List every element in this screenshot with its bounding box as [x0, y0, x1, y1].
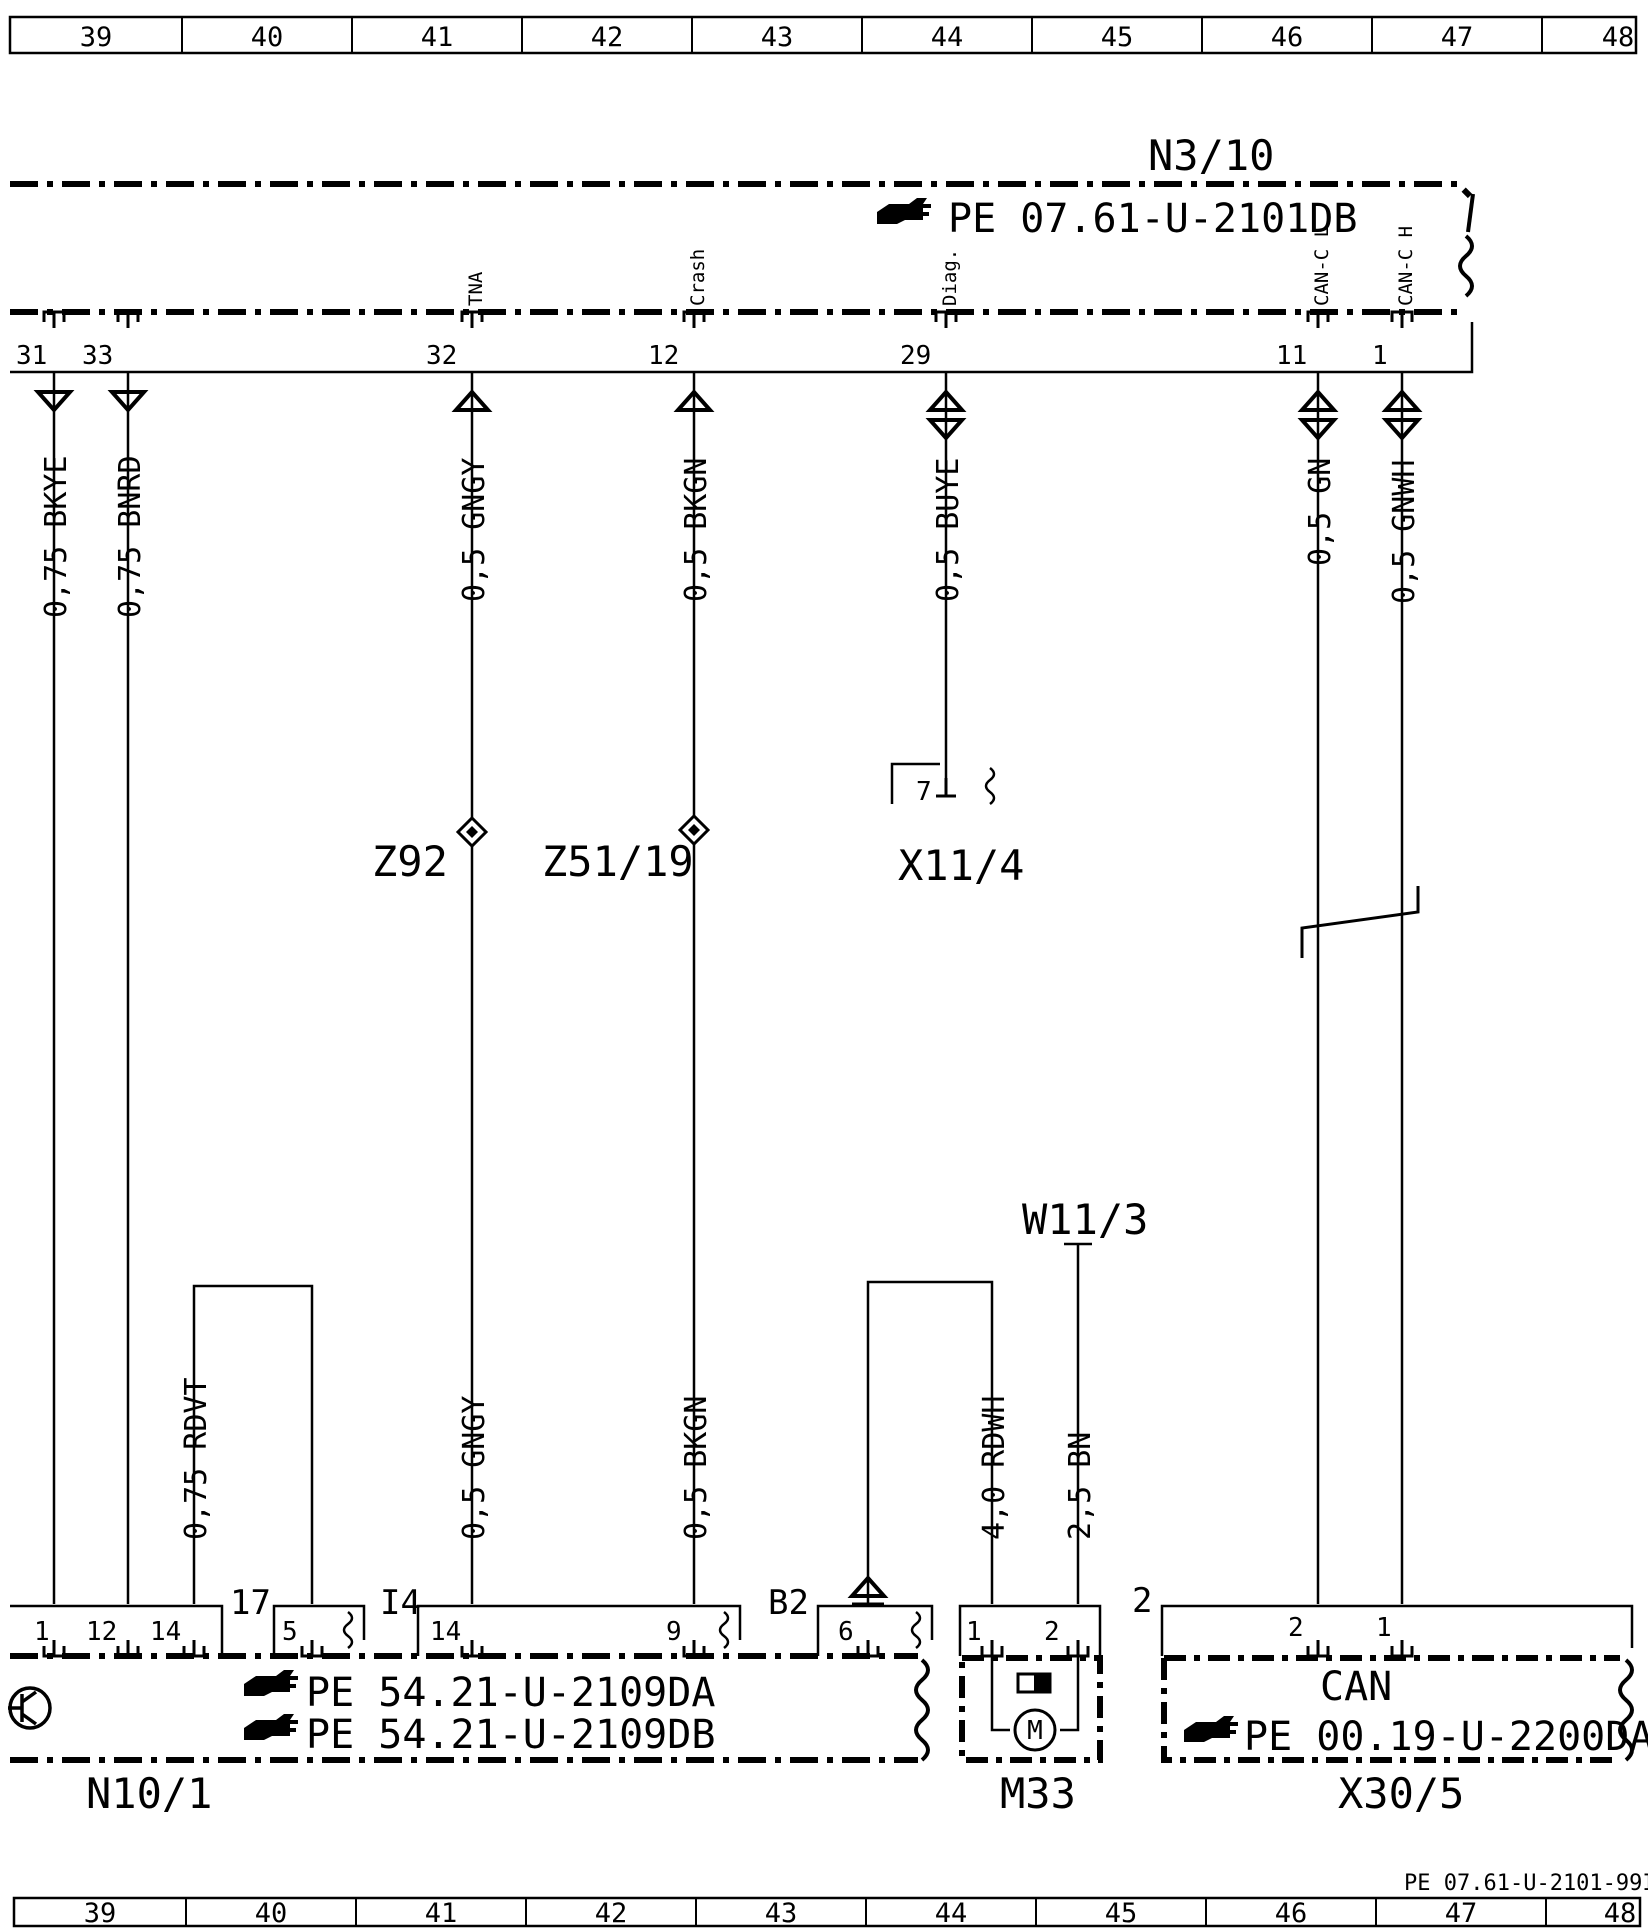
w11-3-label: W11/3 — [1022, 1195, 1148, 1244]
n3-10-pin-33: 33 — [82, 341, 113, 371]
direction-arrows — [33, 388, 1423, 442]
grid-col-42: 42 — [591, 22, 624, 53]
splice-z51-19-label: Z51/19 — [542, 837, 694, 886]
x11-4-label: X11/4 — [898, 841, 1024, 890]
n10-1-ref-2: PE 54.21-U-2109DB — [306, 1712, 715, 1758]
signal-diag: Diag. — [939, 249, 961, 306]
wire-label-gngy-bottom: 0,5 GNGY — [457, 1396, 492, 1541]
wire-label-gnwh: 0,5 GNWH — [1387, 460, 1422, 605]
grid-col-39: 39 — [84, 1898, 117, 1928]
grid-col-40: 40 — [251, 22, 284, 53]
grid-col-41: 41 — [425, 1898, 458, 1928]
m33-pin-2: 2 — [1044, 1617, 1060, 1647]
motor-icon: M — [1013, 1708, 1057, 1752]
n3-10-pin-29: 29 — [900, 341, 931, 371]
n3-10-component: N3/10 PE 07.61-U-2101DB TNA Crash Diag. … — [10, 131, 1475, 374]
wire-label-bkye: 0,75 BKYE — [39, 455, 74, 618]
m33-pin-1: 1 — [966, 1617, 982, 1647]
n3-10-pin-11: 11 — [1276, 341, 1307, 371]
x11-4-pin-7: 7 — [916, 777, 932, 807]
pointing-hand-icon — [1184, 1716, 1238, 1742]
x30-5-pin-2: 2 — [1288, 1613, 1304, 1643]
x11-4-connector: 7 X11/4 — [890, 762, 1024, 890]
grid-col-42: 42 — [595, 1898, 628, 1928]
grid-col-47: 47 — [1441, 22, 1474, 53]
signal-can-c-l: CAN-C L — [1311, 226, 1333, 306]
n10-1-pin-6: 6 — [838, 1617, 854, 1647]
motor-symbol: M — [1027, 1716, 1043, 1746]
signal-crash: Crash — [687, 249, 709, 306]
n3-10-pin-32: 32 — [426, 341, 457, 371]
n10-1-pin-5: 5 — [282, 1617, 298, 1647]
top-grid-strip: 39 40 41 42 43 44 45 46 47 48 — [8, 15, 1638, 55]
wire-label-buye: 0,5 BUYE — [931, 458, 966, 603]
n3-10-ref: PE 07.61-U-2101DB — [948, 196, 1357, 242]
switch-icon — [1016, 1672, 1052, 1694]
m33-component: 1 2 M M33 — [958, 1604, 1103, 1818]
splice-z92-label: Z92 — [372, 837, 448, 886]
n3-10-pin-31: 31 — [16, 341, 47, 371]
grid-col-47: 47 — [1445, 1898, 1478, 1928]
grid-col-40: 40 — [255, 1898, 288, 1928]
n10-1-pin-14a: 14 — [150, 1617, 181, 1647]
signal-can-c-h: CAN-C H — [1395, 226, 1417, 306]
x30-5-can-label: CAN — [1320, 1664, 1392, 1710]
transistor-icon — [8, 1686, 52, 1730]
splice-z51-19: Z51/19 — [542, 813, 711, 886]
grid-col-45: 45 — [1101, 22, 1134, 53]
grid-col-43: 43 — [761, 22, 794, 53]
m33-label: M33 — [1000, 1769, 1076, 1818]
n10-1-ref-1: PE 54.21-U-2109DA — [306, 1670, 715, 1716]
grid-col-46: 46 — [1275, 1898, 1308, 1928]
x30-5-pin-1: 1 — [1376, 1613, 1392, 1643]
wire-label-gn: 0,5 GN — [1303, 458, 1338, 566]
n10-1-group-i4: I4 — [380, 1583, 421, 1623]
grid-col-44: 44 — [935, 1898, 968, 1928]
bottom-grid-strip: 39 40 41 42 43 44 45 46 47 48 — [12, 1896, 1642, 1928]
n3-10-pin-12: 12 — [648, 341, 679, 371]
pointing-hand-icon — [877, 198, 931, 224]
wire-label-bn: 2,5 BN — [1063, 1432, 1098, 1540]
n10-1-group-b2: B2 — [768, 1583, 809, 1623]
wire-lines — [52, 372, 1404, 1604]
signal-tna: TNA — [465, 271, 487, 306]
grid-col-39: 39 — [80, 22, 113, 53]
n10-1-pin-1: 1 — [34, 1617, 50, 1647]
n3-10-label: N3/10 — [1148, 131, 1274, 180]
n10-1-pin-9: 9 — [666, 1617, 682, 1647]
n10-1-component: 17 I4 B2 1 12 14 5 14 9 6 — [8, 1574, 934, 1818]
wire-label-rdwh: 4,0 RDWH — [977, 1396, 1012, 1541]
wire-label-rdvt: 0,75 RDVT — [179, 1377, 214, 1540]
wire-label-gngy-top: 0,5 GNGY — [457, 458, 492, 603]
grid-col-46: 46 — [1271, 22, 1304, 53]
x30-5-label: X30/5 — [1338, 1769, 1464, 1818]
grid-col-48: 48 — [1602, 22, 1635, 53]
n10-1-label: N10/1 — [86, 1769, 212, 1818]
footer-document-ref: PE 07.61-U-2101-99I — [1404, 1871, 1648, 1896]
twisted-pair-marker — [1300, 886, 1420, 958]
grid-col-48: 48 — [1604, 1898, 1637, 1928]
grid-col-44: 44 — [931, 22, 964, 53]
wire-label-bkgn-top: 0,5 BKGN — [679, 458, 714, 603]
wire-label-bnrd: 0,75 BNRD — [113, 455, 148, 618]
n3-10-pin-1: 1 — [1372, 341, 1388, 371]
wire-label-bkgn-bottom: 0,5 BKGN — [679, 1396, 714, 1541]
splice-z92: Z92 — [372, 815, 489, 886]
grid-col-41: 41 — [421, 22, 454, 53]
x30-5-ref: PE 00.19-U-2200DA — [1244, 1714, 1648, 1760]
x30-5-group-2: 2 — [1132, 1581, 1152, 1621]
grid-col-43: 43 — [765, 1898, 798, 1928]
grid-col-45: 45 — [1105, 1898, 1138, 1928]
n10-1-pin-14b: 14 — [430, 1617, 461, 1647]
x30-5-component: 2 2 1 CAN PE 00.19-U-2200DA X30/5 — [1132, 1581, 1648, 1818]
n10-1-pin-12: 12 — [86, 1617, 117, 1647]
n10-1-group-17: 17 — [230, 1583, 271, 1623]
pointing-hand-icon — [244, 1670, 298, 1740]
